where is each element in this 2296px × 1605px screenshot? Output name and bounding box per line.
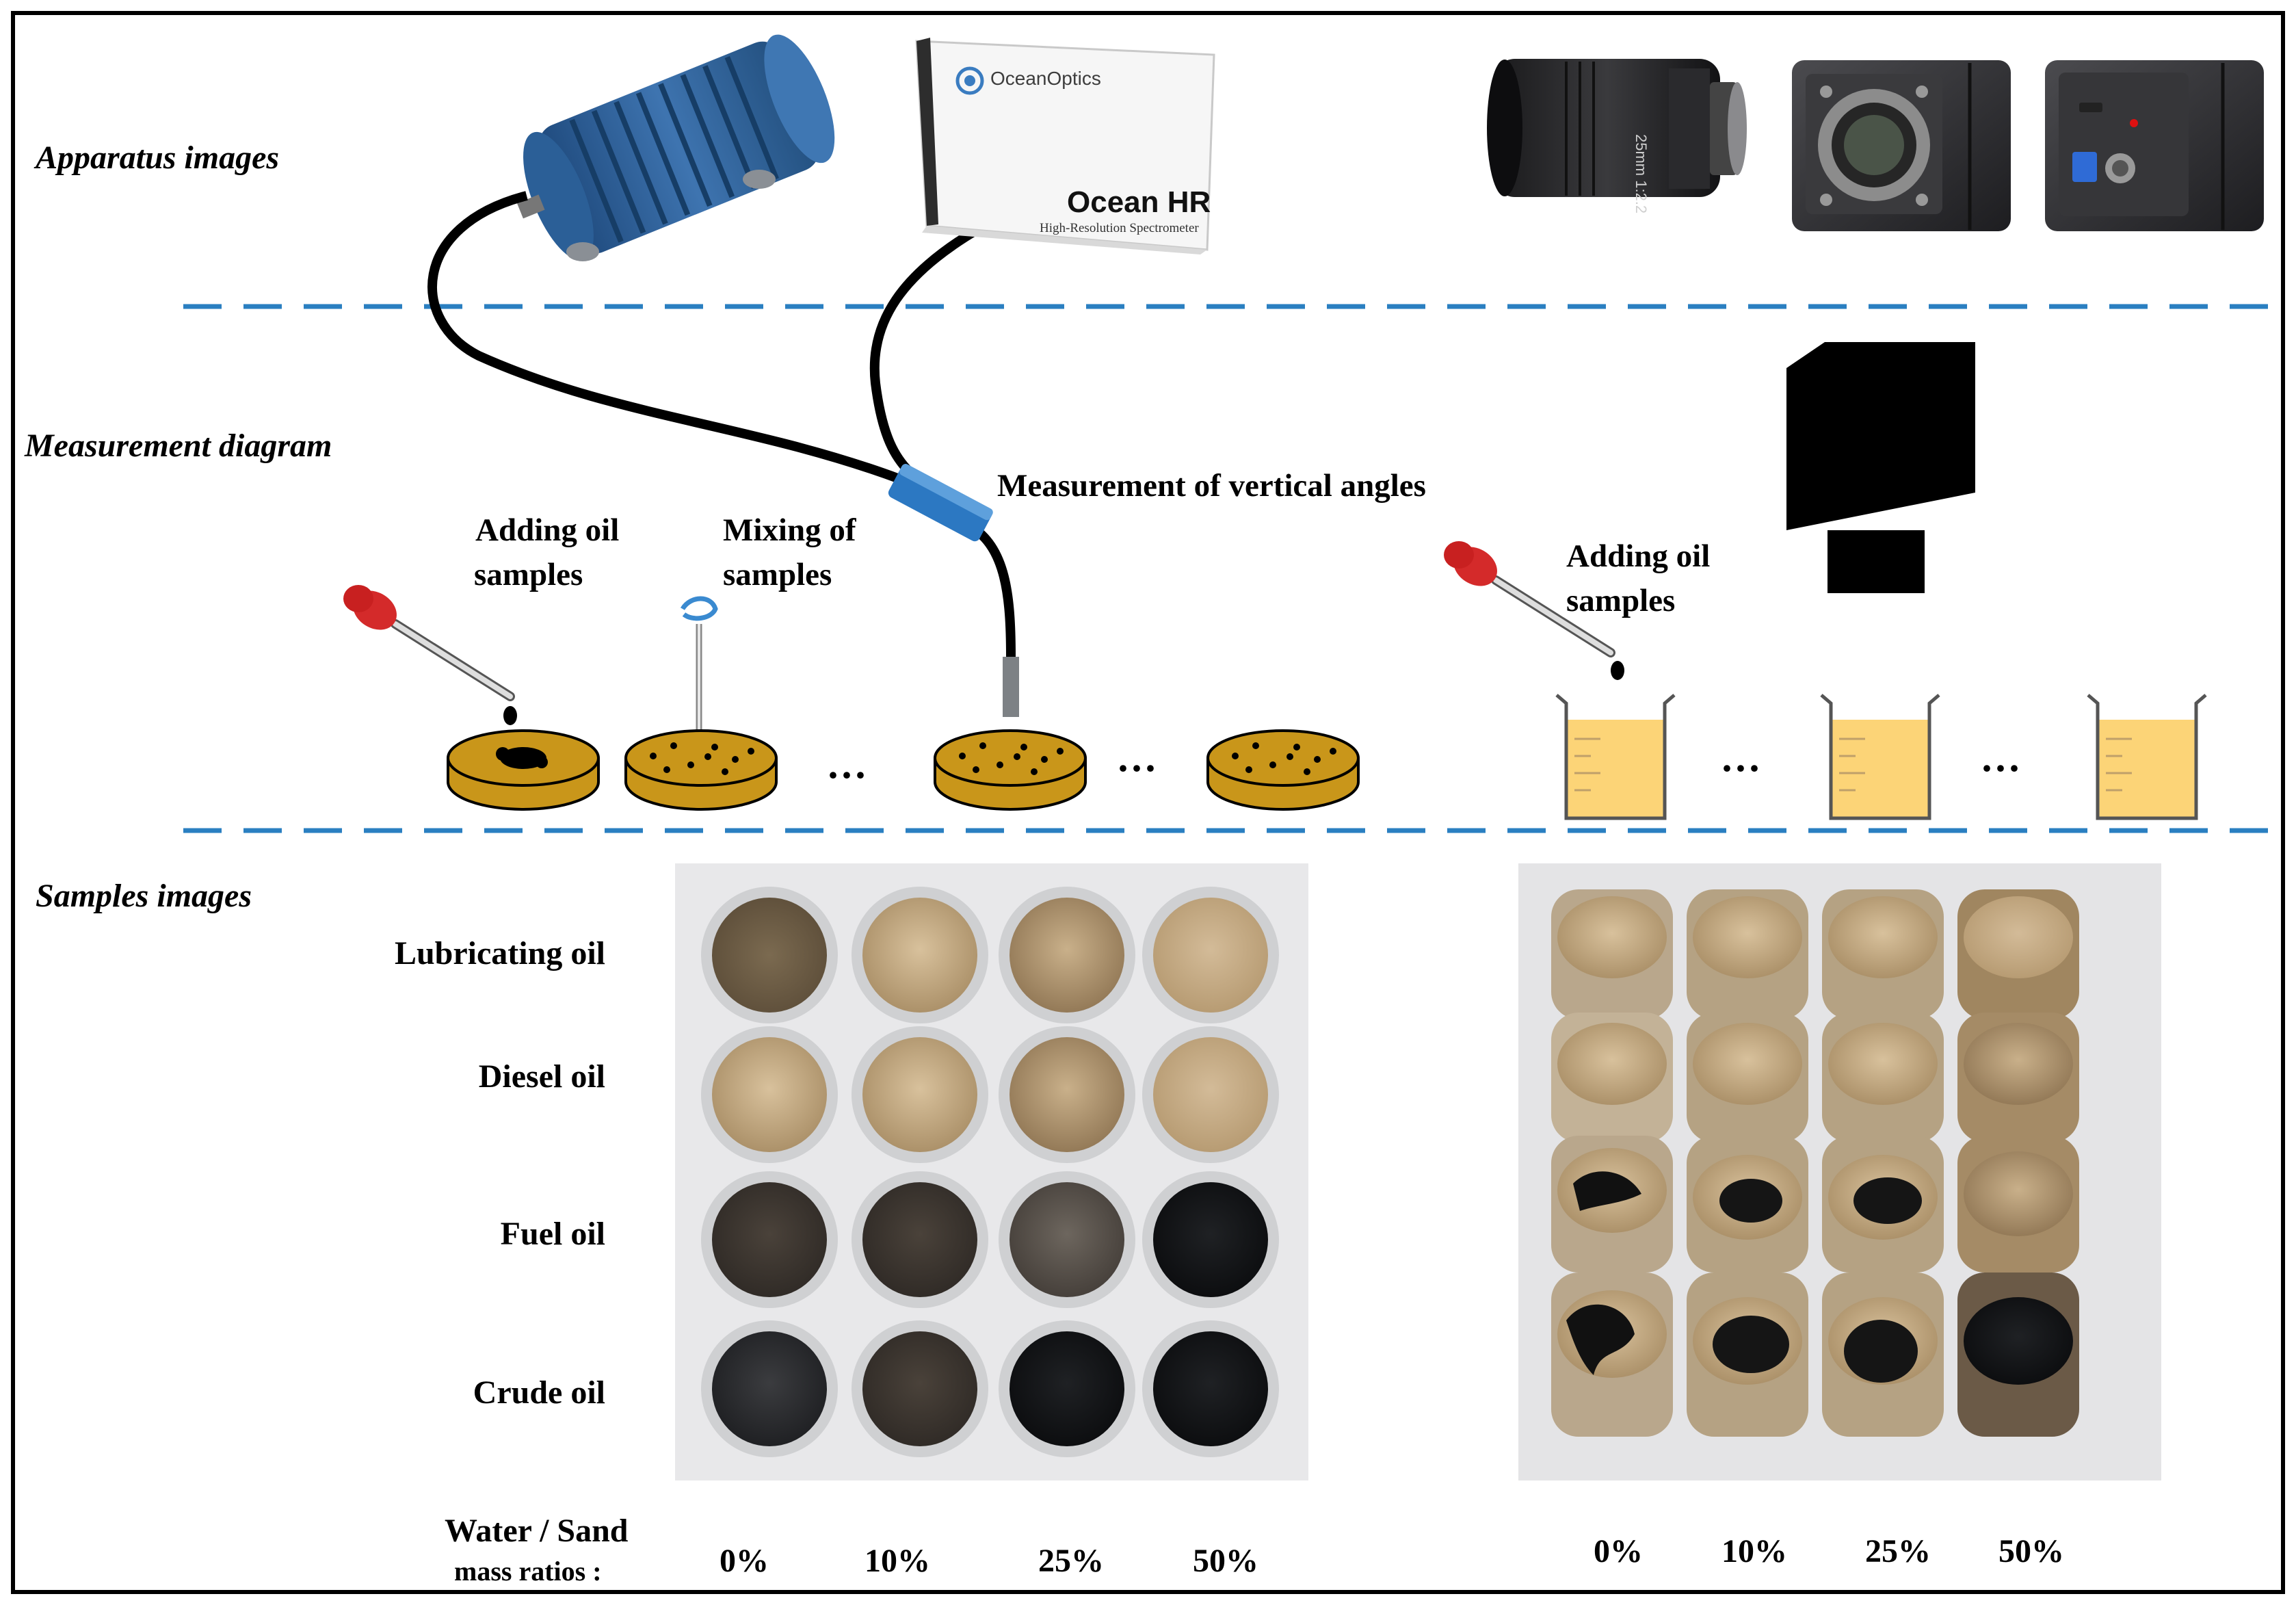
oil-label-lubricating: Lubricating oil bbox=[394, 935, 605, 971]
ratio-right-50: 50% bbox=[1998, 1533, 2064, 1569]
ratio-label-line2: mass ratios : bbox=[454, 1556, 602, 1587]
spectrometer-model: Ocean HR bbox=[1067, 185, 1211, 219]
camera-silhouette-icon bbox=[1786, 342, 1975, 593]
ellipsis-1: ··· bbox=[826, 753, 868, 798]
petri-dish-1-icon bbox=[447, 729, 600, 811]
section-label-apparatus: Apparatus images bbox=[36, 140, 280, 176]
probe-tip bbox=[1003, 657, 1019, 717]
step-vertical-angles: Measurement of vertical angles bbox=[997, 468, 1426, 504]
step-adding-oil-left-line2: samples bbox=[474, 557, 583, 592]
spectrometer-brand: OceanOptics bbox=[990, 68, 1101, 89]
step-adding-oil-left-line1: Adding oil bbox=[475, 512, 620, 548]
petri-dish-2-icon bbox=[624, 729, 778, 811]
stirrer-icon bbox=[681, 596, 718, 746]
ratio-left-0: 0% bbox=[720, 1543, 769, 1579]
pipette-right-icon bbox=[1444, 541, 1624, 680]
ellipsis-2: ··· bbox=[1116, 746, 1158, 791]
step-adding-oil-right-line1: Adding oil bbox=[1566, 538, 1711, 574]
fiber-probe-icon bbox=[888, 464, 993, 542]
oil-label-crude: Crude oil bbox=[473, 1374, 605, 1411]
svg-text:25mm 1:2.2: 25mm 1:2.2 bbox=[1633, 134, 1650, 213]
photo-petri-samples bbox=[675, 863, 1308, 1480]
figure-frame bbox=[11, 11, 2285, 1594]
pipette-left-icon bbox=[343, 585, 517, 725]
light-source-icon bbox=[516, 34, 835, 261]
ratio-right-0: 0% bbox=[1594, 1533, 1643, 1569]
fiber-cable-probe bbox=[968, 523, 1016, 657]
step-mixing-line1: Mixing of bbox=[723, 512, 856, 548]
ratio-left-10: 10% bbox=[865, 1543, 930, 1579]
spectrometer-icon bbox=[915, 38, 1215, 255]
photo-beaker-samples bbox=[1518, 863, 2161, 1480]
oil-label-diesel: Diesel oil bbox=[478, 1058, 605, 1095]
ellipsis-3: ··· bbox=[1720, 746, 1762, 791]
beaker-2-icon bbox=[1820, 694, 1940, 820]
step-adding-oil-right-line2: samples bbox=[1566, 583, 1676, 618]
camera-body-back-icon bbox=[2045, 60, 2264, 231]
ratio-right-10: 10% bbox=[1721, 1533, 1787, 1569]
ratio-right-25: 25% bbox=[1865, 1533, 1931, 1569]
petri-dish-4-icon bbox=[1206, 729, 1360, 811]
section-label-samples: Samples images bbox=[36, 878, 252, 914]
ratio-left-50: 50% bbox=[1193, 1543, 1258, 1579]
ratio-left-25: 25% bbox=[1038, 1543, 1104, 1579]
beaker-1-icon bbox=[1555, 694, 1676, 820]
fiber-cable-light bbox=[427, 191, 901, 484]
spectrometer-subtitle: High-Resolution Spectrometer bbox=[1040, 221, 1199, 235]
ratio-label-line1: Water / Sand bbox=[445, 1513, 629, 1549]
section-label-measurement: Measurement diagram bbox=[25, 428, 332, 464]
oil-label-fuel: Fuel oil bbox=[500, 1216, 605, 1252]
beaker-3-icon bbox=[2087, 694, 2207, 820]
ellipsis-4: ··· bbox=[1980, 746, 2022, 791]
step-mixing-line2: samples bbox=[723, 557, 832, 592]
camera-body-front-icon bbox=[1792, 60, 2011, 231]
petri-dish-3-icon bbox=[934, 729, 1087, 811]
fiber-cable-spectrometer bbox=[869, 224, 981, 475]
camera-lens-icon: 25mm 1:2.2 bbox=[1487, 59, 1747, 213]
